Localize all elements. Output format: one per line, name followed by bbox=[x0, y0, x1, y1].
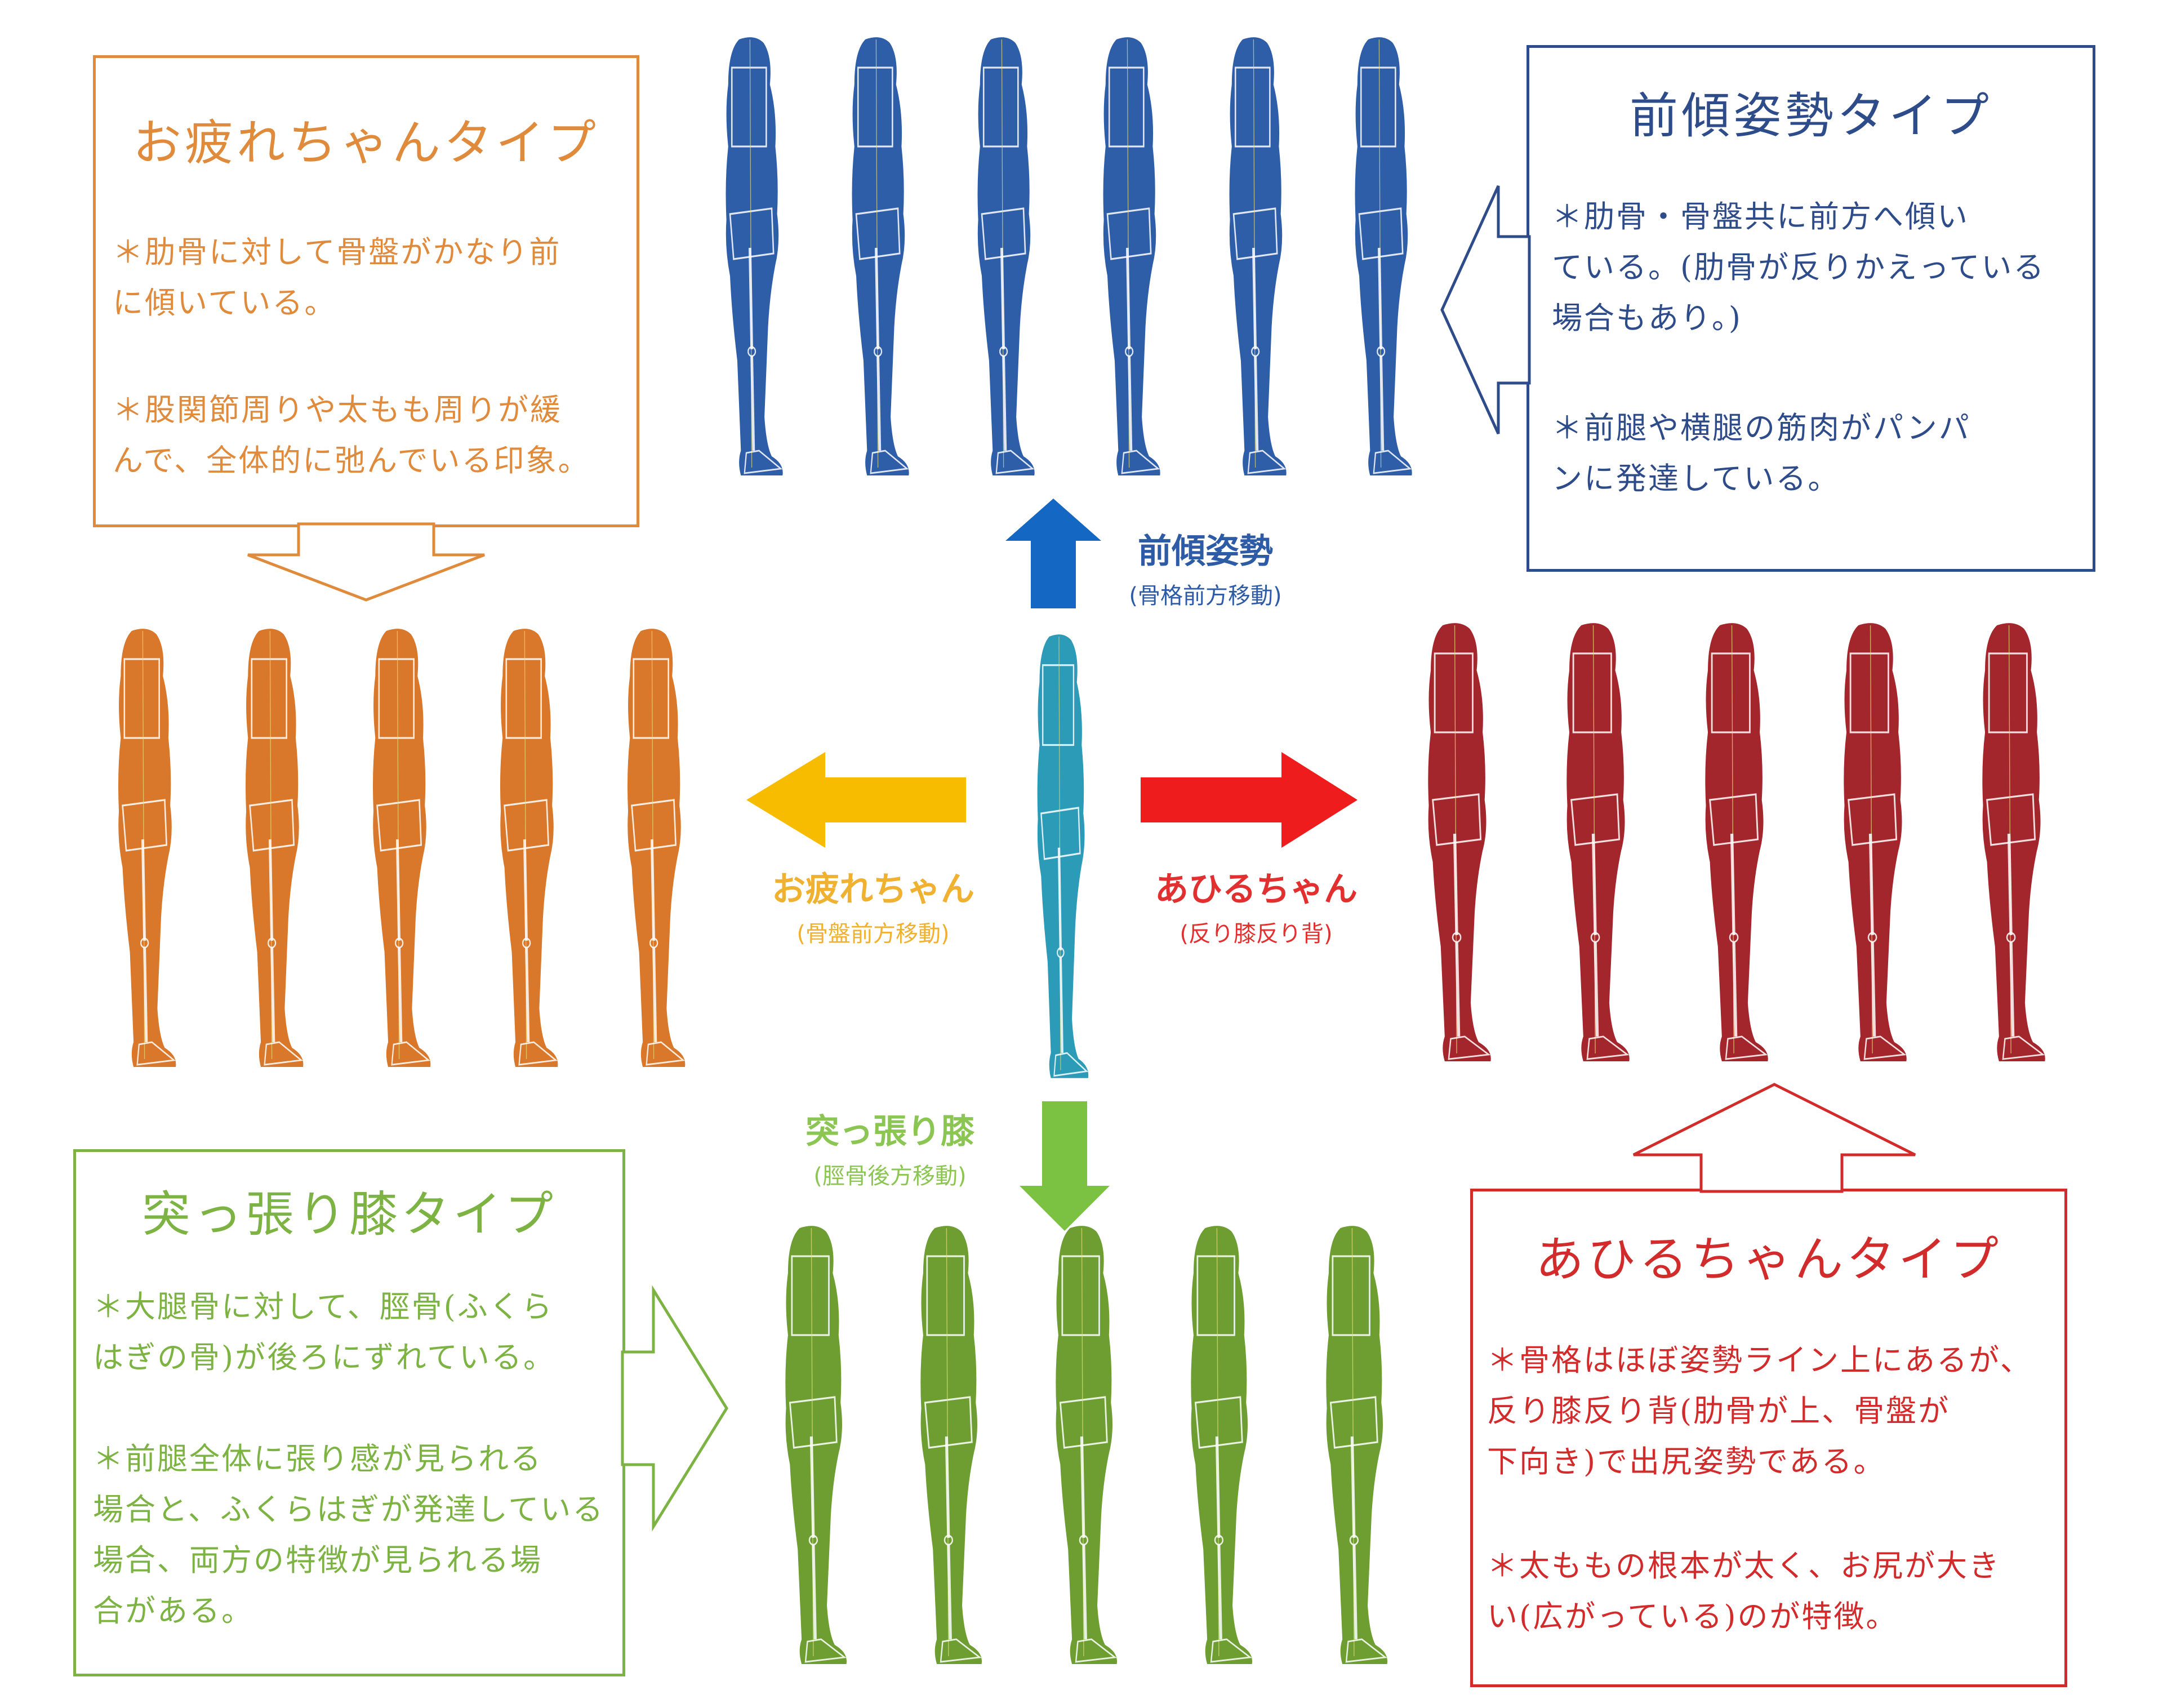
knee-type-bullet-2: ＊前腿全体に張り感が見られる 場合と、ふくらはぎが発達している 場合、両方の特徴… bbox=[93, 1441, 605, 1629]
tired-down-callout-arrow bbox=[247, 522, 485, 602]
duck-type-bullet-1: ＊骨格はほぼ姿勢ライン上にあるが、 反り膝反り背(肋骨が上、骨盤が 下向き)で出… bbox=[1487, 1342, 2032, 1479]
posture-figure bbox=[1082, 34, 1173, 487]
duck-type-title: あひるちゃんタイプ bbox=[1536, 1231, 2002, 1288]
arrow-left-label-sub: (骨盤前方移動) bbox=[796, 921, 950, 947]
posture-figure bbox=[1033, 1222, 1131, 1675]
posture-figure bbox=[1405, 620, 1505, 1073]
knee-right-callout-arrow bbox=[621, 1285, 728, 1532]
forward-type-title: 前傾姿勢タイプ bbox=[1630, 88, 1992, 144]
arrow-up bbox=[1005, 499, 1101, 608]
arrow-down-label-main: 突っ張り膝 bbox=[805, 1112, 974, 1151]
knee-type-box: 突っ張り膝タイプ ＊大腿骨に対して、脛骨(ふくら はぎの骨)が後ろにずれている。… bbox=[73, 1149, 625, 1676]
posture-figure bbox=[1821, 620, 1920, 1073]
arrow-left-label: お疲れちゃん (骨盤前方移動) bbox=[744, 862, 1003, 948]
posture-figure bbox=[1682, 620, 1782, 1073]
posture-figure bbox=[831, 34, 922, 487]
posture-figure bbox=[956, 34, 1047, 487]
arrow-down-label: 突っ張り膝 (脛骨後方移動) bbox=[772, 1104, 1008, 1190]
posture-figure bbox=[898, 1222, 995, 1675]
arrow-up-label-main: 前傾姿勢 bbox=[1138, 532, 1273, 571]
arrow-left bbox=[746, 752, 966, 848]
arrow-left-label-main: お疲れちゃん bbox=[772, 870, 974, 909]
posture-figure bbox=[763, 1222, 860, 1675]
knee-figures-row bbox=[744, 1222, 1419, 1673]
knee-type-bullet-1: ＊大腿骨に対して、脛骨(ふくら はぎの骨)が後ろにずれている。 bbox=[93, 1289, 555, 1375]
posture-figure bbox=[606, 625, 698, 1078]
duck-figures-row bbox=[1386, 620, 2079, 1070]
posture-figure bbox=[705, 34, 795, 487]
forward-type-bullet-2: ＊前腿や横腿の筋肉がパンパ ンに発達している。 bbox=[1552, 410, 1971, 496]
arrow-down bbox=[1020, 1101, 1110, 1231]
posture-figure bbox=[1018, 631, 1100, 1089]
duck-type-bullet-2: ＊太ももの根本が太く、お尻が大き い(広がっている)のが特徴。 bbox=[1487, 1548, 2001, 1634]
forward-type-bullet-1: ＊肋骨・骨盤共に前方へ傾い ている。(肋骨が反りかえっている 場合もあり。) bbox=[1552, 199, 2046, 336]
arrow-up-label: 前傾姿勢 (骨格前方移動) bbox=[1098, 524, 1312, 610]
posture-figure bbox=[351, 625, 443, 1078]
posture-figure bbox=[1334, 34, 1425, 487]
arrow-up-label-sub: (骨格前方移動) bbox=[1129, 583, 1282, 609]
posture-figure bbox=[1543, 620, 1643, 1073]
arrow-right-label: あひるちゃん (反り膝反り背) bbox=[1127, 862, 1386, 948]
tired-figures-row bbox=[79, 625, 715, 1076]
center-figure bbox=[1003, 631, 1115, 1087]
posture-figure bbox=[479, 625, 571, 1078]
arrow-down-label-sub: (脛骨後方移動) bbox=[813, 1163, 967, 1189]
duck-type-box: あひるちゃんタイプ ＊骨格はほぼ姿勢ライン上にあるが、 反り膝反り背(肋骨が上、… bbox=[1470, 1189, 2067, 1687]
posture-figure bbox=[1303, 1222, 1401, 1675]
posture-figure bbox=[1168, 1222, 1266, 1675]
knee-type-title: 突っ張り膝タイプ bbox=[142, 1186, 557, 1243]
arrow-right-label-main: あひるちゃん bbox=[1155, 870, 1358, 909]
tired-type-box: お疲れちゃんタイプ ＊肋骨に対して骨盤がかなり前 に傾いている。 ＊股関節周りや… bbox=[93, 55, 639, 527]
posture-figure bbox=[97, 625, 189, 1078]
forward-left-callout-arrow bbox=[1440, 185, 1531, 435]
tired-type-title: お疲れちゃんタイプ bbox=[133, 115, 599, 171]
arrow-right-label-sub: (反り膝反り背) bbox=[1180, 921, 1333, 947]
forward-type-box: 前傾姿勢タイプ ＊肋骨・骨盤共に前方へ傾い ている。(肋骨が反りかえっている 場… bbox=[1526, 45, 2095, 572]
posture-figure bbox=[224, 625, 316, 1078]
duck-up-callout-arrow bbox=[1632, 1083, 1916, 1193]
tired-type-bullet-1: ＊肋骨に対して骨盤がかなり前 に傾いている。 bbox=[113, 234, 562, 321]
arrow-right bbox=[1141, 752, 1358, 848]
forward-figures-row bbox=[687, 34, 1442, 484]
tired-type-bullet-2: ＊股関節周りや太もも周りが緩 んで、全体的に弛んでいる印象。 bbox=[113, 392, 590, 478]
posture-figure bbox=[1959, 620, 2059, 1073]
posture-figure bbox=[1208, 34, 1299, 487]
